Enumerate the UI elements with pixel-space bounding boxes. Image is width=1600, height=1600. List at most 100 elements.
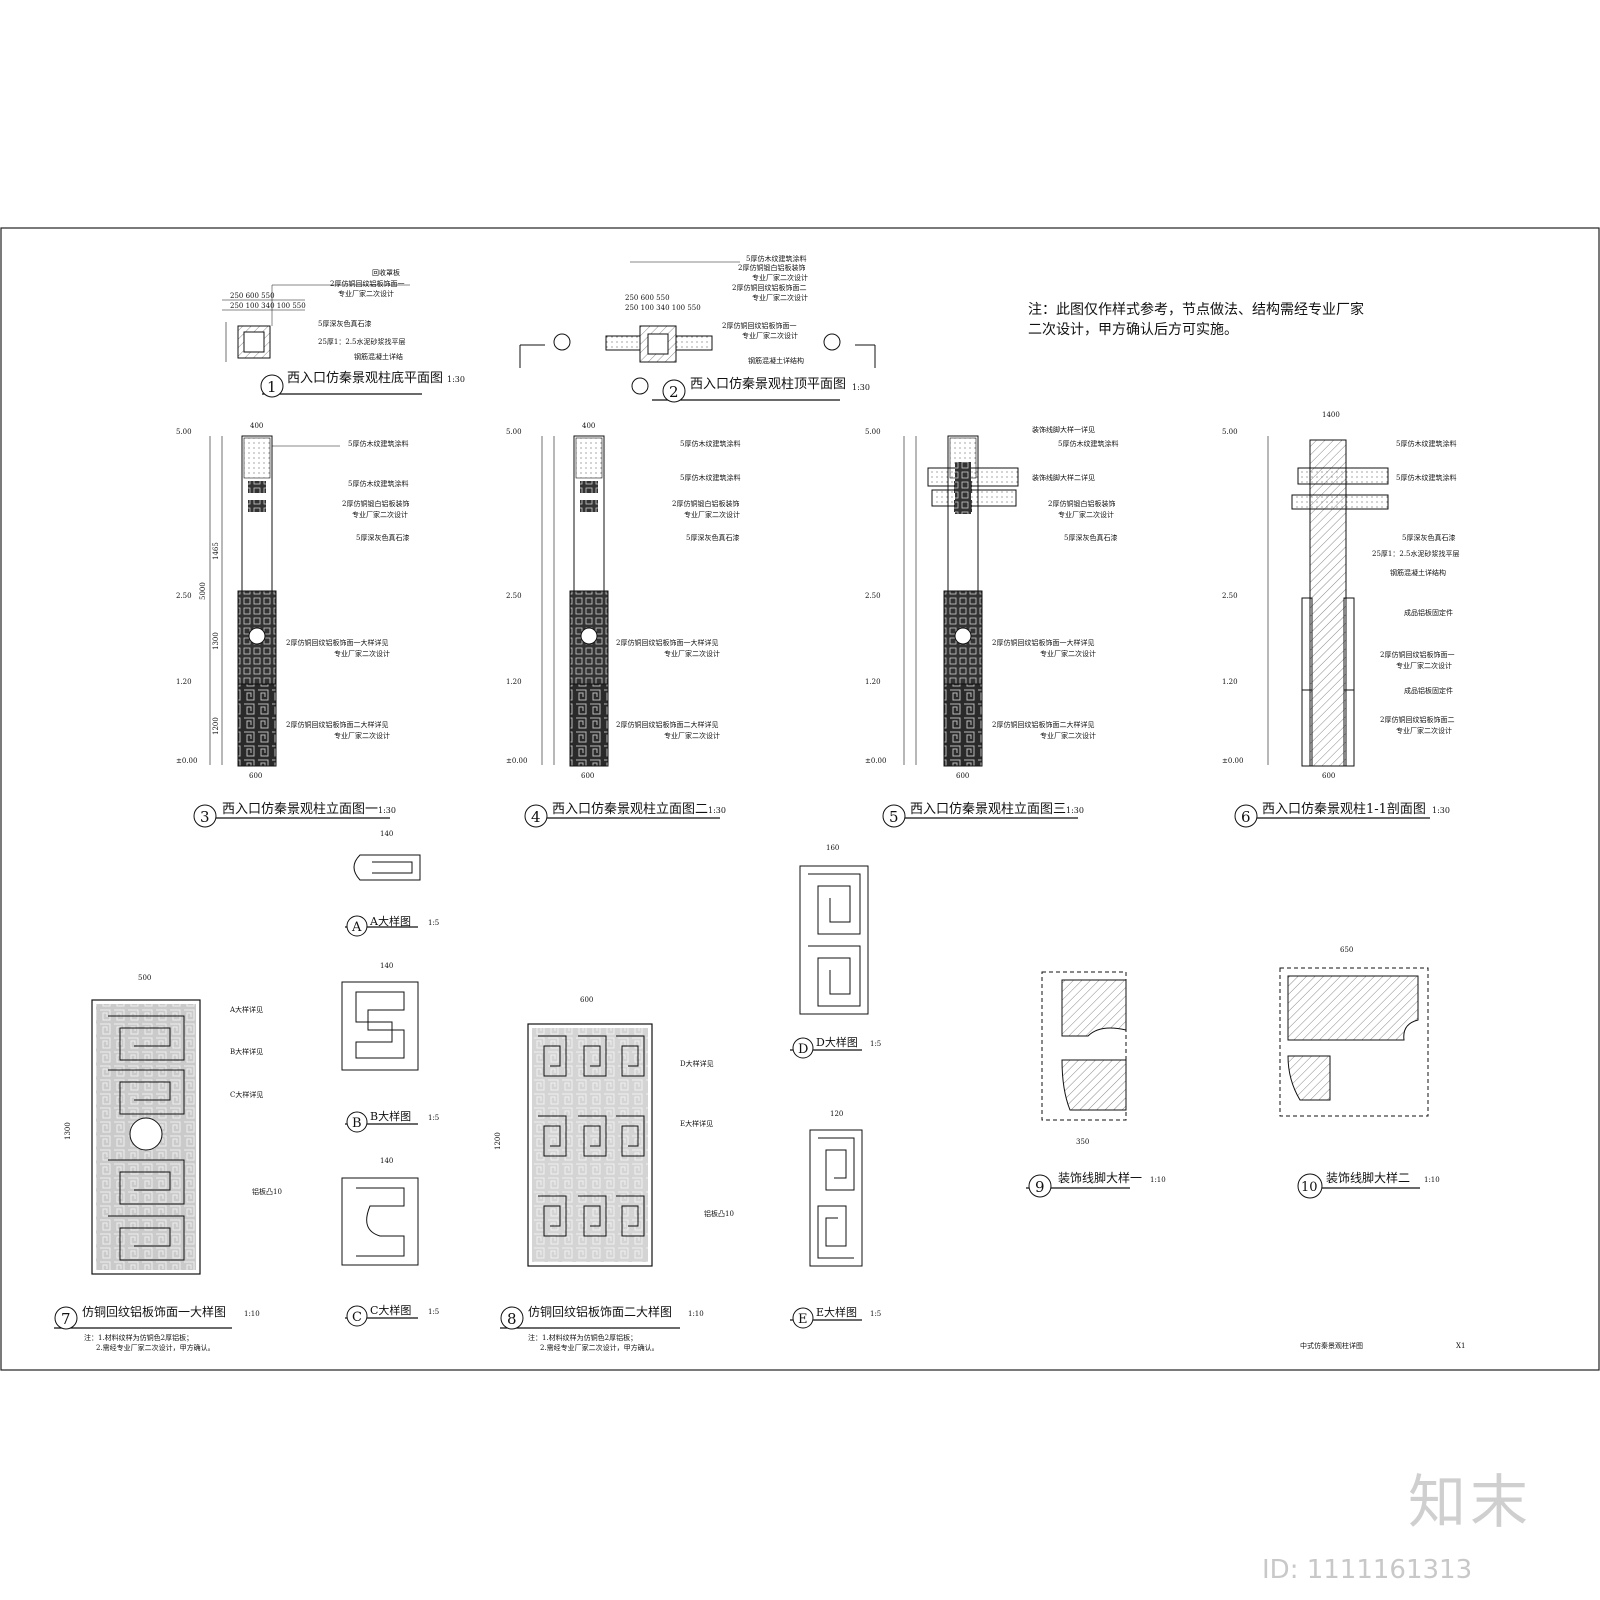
- detail-D: 160 D D大样图 1:5: [790, 844, 881, 1059]
- title-10-scale: 1:10: [1424, 1176, 1440, 1184]
- title-8-scale: 1:10: [688, 1310, 704, 1318]
- title-1-scale: 1:30: [447, 375, 465, 384]
- plan1-label-5: 钢筋混凝土详结: [354, 352, 403, 361]
- lv-3-2: 1.20: [176, 678, 192, 686]
- dB-dim: 140: [380, 962, 393, 970]
- plan2-label-6: 专业厂家二次设计: [742, 331, 798, 340]
- lv-3-0: 5.00: [176, 428, 192, 436]
- e4-label-5: 2厚仿铜回纹铝板饰面一大样详见: [616, 638, 718, 647]
- s6-label-5: 成品铝板固定件: [1404, 608, 1453, 617]
- detail-9: 350 9 装饰线脚大样一 1:10: [1026, 971, 1166, 1198]
- lv-5-1: 2.50: [865, 592, 881, 600]
- s6-label-9: 2厚仿铜回纹铝板饰面二: [1380, 715, 1454, 724]
- e5-label-0: 5厚仿木纹建筑涂料: [1058, 439, 1118, 448]
- s6-label-0: 5厚仿木纹建筑涂料: [1396, 439, 1456, 448]
- title-5-scale: 1:30: [1066, 806, 1084, 815]
- detail-10: 650 10 装饰线脚大样二 1:10: [1279, 946, 1440, 1199]
- title-B-no: B: [352, 1116, 362, 1131]
- lv-4-1: 2.50: [506, 592, 522, 600]
- title-6: 西入口仿秦景观柱1-1剖面图: [1262, 802, 1426, 817]
- s6-label-2: 5厚深灰色真石漆: [1402, 533, 1455, 542]
- p7-dim-1: 1300: [64, 1122, 72, 1140]
- e3-label-3: 专业厂家二次设计: [352, 510, 408, 519]
- e4-label-2: 2厚仿铜锻白铝板装饰: [672, 499, 739, 508]
- plan2-label-3: 2厚仿铜回纹铝板饰面二: [732, 283, 806, 292]
- e4-dim-0: 400: [582, 422, 595, 430]
- svg-text:250 100 340 100 550: 250 100 340 100 550: [625, 304, 701, 312]
- title-B: B大样图: [370, 1109, 411, 1123]
- lv-6-2: 1.20: [1222, 678, 1238, 686]
- detail-B: 140 B B大样图 1:5: [341, 962, 439, 1133]
- plan-2: 250 600 550 250 100 340 100 550 5厚仿木纹建筑涂…: [519, 254, 876, 403]
- e3-label-8: 专业厂家二次设计: [334, 731, 390, 740]
- p7-ref-3: 铝板凸10: [252, 1187, 282, 1196]
- s6-label-3: 25厚1：2.5水泥砂浆找平层: [1372, 549, 1460, 558]
- plan1-label-1: 2厚仿铜回纹铝板饰面一: [330, 279, 404, 288]
- title-1-no: 1: [267, 378, 277, 396]
- d9-dim: 350: [1076, 1138, 1089, 1146]
- title-4: 西入口仿秦景观柱立面图二: [552, 802, 708, 817]
- p8-note-0: 注：1.材料纹样为仿铜色2厚铝板；: [528, 1333, 637, 1342]
- title-A-no: A: [351, 920, 362, 935]
- title-D-scale: 1:5: [870, 1040, 881, 1048]
- general-note: 注：此图仅作样式参考，节点做法、结构需经专业厂家二次设计，甲方确认后方可实施。: [1028, 302, 1364, 338]
- s6-label-10: 专业厂家二次设计: [1396, 726, 1452, 735]
- p7-ref-0: A大样详见: [229, 1005, 263, 1014]
- lv-4-0: 5.00: [506, 428, 522, 436]
- panel-8: 600 1200 D大样详见 E大样详见 铝板凸10 8 仿铜回纹铝板饰面二大样…: [494, 996, 734, 1352]
- p8-ref-1: E大样详见: [680, 1119, 713, 1128]
- title-A-scale: 1:5: [428, 919, 439, 927]
- p8-ref-2: 铝板凸10: [704, 1209, 734, 1218]
- lv-5-0: 5.00: [865, 428, 881, 436]
- plan1-label-0: 回收罩板: [372, 268, 400, 277]
- title-9-scale: 1:10: [1150, 1176, 1166, 1184]
- title-2: 西入口仿秦景观柱顶平面图: [690, 377, 846, 392]
- s6-dim-4: 600: [1322, 772, 1335, 780]
- e5-label-8: 专业厂家二次设计: [1040, 731, 1096, 740]
- svg-text:250 100 340 100 550: 250 100 340 100 550: [230, 302, 306, 310]
- lv-5-2: 1.20: [865, 678, 881, 686]
- plan2-label-5: 2厚仿铜回纹铝板饰面一: [722, 321, 796, 330]
- e4-label-8: 专业厂家二次设计: [664, 731, 720, 740]
- title-3-scale: 1:30: [378, 806, 396, 815]
- plan2-label-7: 钢筋混凝土详结构: [748, 356, 804, 365]
- p7-ref-2: C大样详见: [230, 1090, 263, 1099]
- title-10: 装饰线脚大样二: [1326, 1170, 1410, 1185]
- e3-dim-5: 600: [249, 772, 262, 780]
- e4-label-3: 专业厂家二次设计: [684, 510, 740, 519]
- title-E: E大样图: [816, 1305, 857, 1319]
- title-8: 仿铜回纹铝板饰面二大样图: [528, 1304, 672, 1319]
- p7-dim-0: 500: [138, 974, 151, 982]
- detail-A: 140 A A大样图 1:5: [345, 830, 439, 937]
- sheet-no: X1: [1456, 1342, 1465, 1350]
- e3-label-7: 2厚仿铜回纹铝板饰面二大样详见: [286, 720, 388, 729]
- title-1: 西入口仿秦景观柱底平面图: [287, 370, 443, 386]
- detail-C: 140 C C大样图 1:5: [341, 1157, 439, 1327]
- e5-dim-5: 600: [956, 772, 969, 780]
- e3-dim-0: 400: [250, 422, 263, 430]
- s6-label-4: 钢筋混凝土详结构: [1390, 568, 1446, 577]
- e5-label-7: 2厚仿铜回纹铝板饰面二大样详见: [992, 720, 1094, 729]
- dE-dim: 120: [830, 1110, 843, 1118]
- title-5-no: 5: [889, 808, 899, 826]
- lv-6-3: ±0.00: [1222, 757, 1243, 765]
- e4-label-1: 5厚仿木纹建筑涂料: [680, 473, 740, 482]
- title-10-no: 10: [1301, 1180, 1318, 1195]
- title-5: 西入口仿秦景观柱立面图三: [910, 802, 1066, 817]
- section-6: 5.00 2.50 1.20 ±0.00 1400 600 5厚仿木纹建筑涂料 …: [1222, 411, 1460, 828]
- p7-ref-1: B大样详见: [230, 1047, 263, 1056]
- lv-4-2: 1.20: [506, 678, 522, 686]
- title-D: D大样图: [816, 1035, 858, 1049]
- s6-label-7: 专业厂家二次设计: [1396, 661, 1452, 670]
- title-3-no: 3: [200, 808, 210, 826]
- title-2-scale: 1:30: [852, 383, 870, 392]
- p8-dim-0: 600: [580, 996, 593, 1004]
- title-3: 西入口仿秦景观柱立面图一: [222, 802, 378, 817]
- plan2-label-1: 2厚仿铜锻白铝板装饰: [738, 263, 805, 272]
- e3-dim-1: 1465: [212, 542, 220, 560]
- plan2-label-0: 5厚仿木纹建筑涂料: [746, 254, 806, 263]
- title-9: 装饰线脚大样一: [1058, 1170, 1142, 1185]
- s6-label-1: 5厚仿木纹建筑涂料: [1396, 473, 1456, 482]
- e5-label-3: 专业厂家二次设计: [1058, 510, 1114, 519]
- panel-7: 500 1300 A大样详见 B大样详见 C大样详见 铝板凸10 7 仿铜回纹铝…: [54, 974, 282, 1352]
